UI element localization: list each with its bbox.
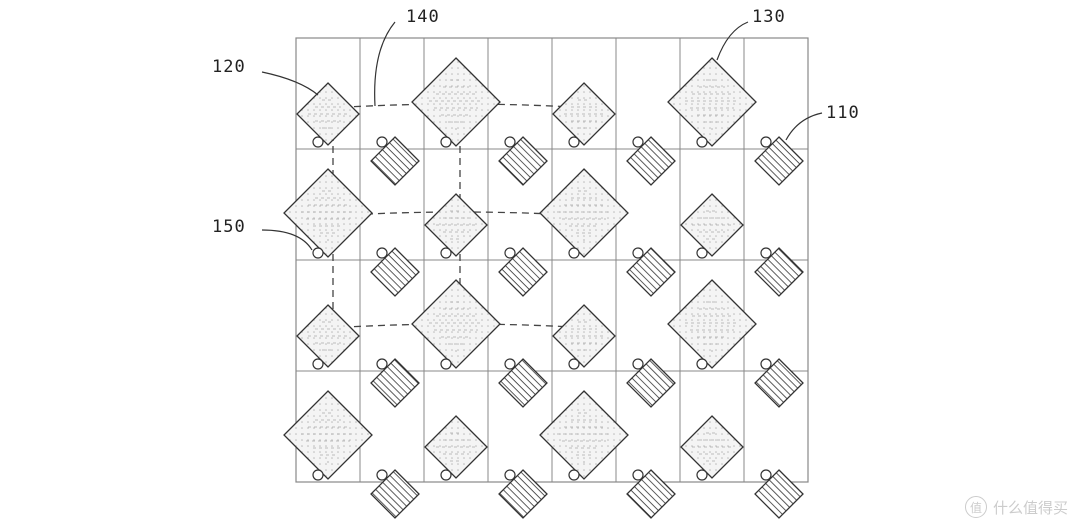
leader-140 (374, 21, 396, 107)
hatched-element (370, 247, 420, 297)
large-diamond (539, 168, 629, 258)
label-130: 130 (752, 7, 786, 27)
circle-element (632, 247, 644, 259)
circle-element (696, 358, 708, 370)
circle-element (440, 247, 452, 259)
hatched-element (498, 469, 548, 519)
circle-element (568, 469, 580, 481)
hatched-element (498, 358, 548, 408)
hatched-element (370, 358, 420, 408)
circle-element (696, 247, 708, 259)
hatched-element (498, 136, 548, 186)
circle-element (568, 247, 580, 259)
grid (295, 37, 809, 483)
hatched-element (498, 247, 548, 297)
circle-element (312, 247, 324, 259)
hatched-element (626, 136, 676, 186)
hatched-element (754, 358, 804, 408)
circle-element (568, 136, 580, 148)
circle-element (760, 136, 772, 148)
leader-130 (716, 21, 749, 61)
large-diamond (283, 390, 373, 480)
large-diamond (411, 57, 501, 147)
circle-element (376, 469, 388, 481)
circle-element (504, 247, 516, 259)
hatched-element (370, 136, 420, 186)
circle-element (760, 247, 772, 259)
watermark: 值 什么值得买 (964, 496, 1068, 518)
label-120: 120 (212, 57, 246, 77)
leader-150 (261, 229, 313, 251)
circle-element (760, 358, 772, 370)
circle-element (376, 136, 388, 148)
hatched-element (754, 136, 804, 186)
circle-element (760, 469, 772, 481)
circle-element (440, 469, 452, 481)
circle-element (504, 136, 516, 148)
large-diamond (667, 57, 757, 147)
leader-lines (261, 21, 823, 251)
large-diamond (411, 279, 501, 369)
circle-element (504, 358, 516, 370)
circle-element (568, 358, 580, 370)
circle-element (312, 136, 324, 148)
circle-element (312, 358, 324, 370)
circle-element (632, 136, 644, 148)
watermark-logo-icon: 值 (964, 496, 987, 518)
circle-element (440, 358, 452, 370)
elements (283, 57, 804, 519)
circle-element (504, 469, 516, 481)
leader-110 (785, 112, 823, 141)
circle-element (696, 136, 708, 148)
large-diamond (539, 390, 629, 480)
label-140: 140 (406, 7, 440, 27)
circle-element (632, 469, 644, 481)
hatched-element (626, 358, 676, 408)
hatched-element (754, 247, 804, 297)
circle-element (376, 358, 388, 370)
circle-element (696, 469, 708, 481)
large-diamond (667, 279, 757, 369)
leader-120 (261, 71, 319, 96)
hatched-element (626, 247, 676, 297)
hatched-element (626, 469, 676, 519)
hatched-element (754, 469, 804, 519)
label-150: 150 (212, 217, 246, 237)
circle-element (376, 247, 388, 259)
watermark-text: 什么值得买 (992, 498, 1068, 517)
large-diamond (283, 168, 373, 258)
circle-element (632, 358, 644, 370)
hatched-element (370, 469, 420, 519)
circle-element (440, 136, 452, 148)
circle-element (312, 469, 324, 481)
label-110: 110 (826, 103, 860, 123)
